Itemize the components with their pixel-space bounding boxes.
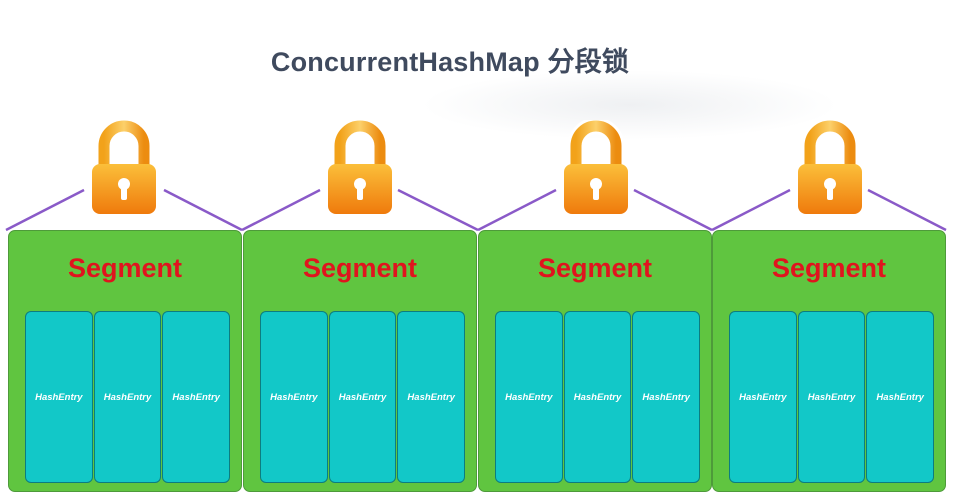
segment-label: Segment (67, 253, 183, 283)
segment-label: Segment (771, 253, 887, 283)
hash-entry-label: HashEntry (573, 391, 622, 403)
hash-entry-label: HashEntry (270, 391, 318, 403)
connector-line (163, 188, 243, 232)
segment-label: Segment (302, 253, 418, 283)
hash-entry-label: HashEntry (103, 391, 152, 403)
hash-entry-group: HashEntry HashEntry HashEntry (729, 311, 935, 483)
padlock-icon (320, 120, 400, 220)
connector-line (477, 188, 557, 232)
hash-entry-group: HashEntry HashEntry HashEntry (25, 311, 231, 483)
connector-line (867, 188, 947, 232)
hash-entry: HashEntry (162, 311, 231, 483)
padlock-icon (556, 120, 636, 220)
segment-label: Segment (537, 253, 653, 283)
segment-box: Segment HashEntry HashEntry HashEntry (478, 230, 712, 492)
connector-line (397, 188, 479, 232)
segment-box: Segment HashEntry HashEntry HashEntry (243, 230, 477, 492)
hash-entry-label: HashEntry (35, 391, 83, 403)
hash-entry: HashEntry (260, 311, 328, 483)
hash-entry-label: HashEntry (407, 391, 455, 403)
segment-box: Segment HashEntry HashEntry HashEntry (8, 230, 242, 492)
hash-entry: HashEntry (729, 311, 797, 483)
hash-entry: HashEntry (25, 311, 93, 483)
connector-line (5, 188, 85, 232)
hash-entry-label: HashEntry (807, 391, 856, 403)
hash-entry-label: HashEntry (172, 391, 220, 403)
hash-entry: HashEntry (632, 311, 701, 483)
padlock-icon (84, 120, 164, 220)
hash-entry: HashEntry (93, 311, 162, 483)
connector-line (633, 188, 713, 232)
hash-entry-label: HashEntry (505, 391, 553, 403)
hash-entry: HashEntry (397, 311, 466, 483)
segment-box: Segment HashEntry HashEntry HashEntry (712, 230, 946, 492)
padlock-icon (790, 120, 870, 220)
connector-line (711, 188, 791, 232)
hash-entry: HashEntry (563, 311, 632, 483)
connector-line (241, 188, 321, 232)
hash-entry: HashEntry (328, 311, 397, 483)
diagram-title: ConcurrentHashMap 分段锁 (270, 47, 630, 77)
background-haze (420, 70, 840, 140)
hash-entry-label: HashEntry (642, 391, 690, 403)
hash-entry: HashEntry (495, 311, 563, 483)
hash-entry: HashEntry (797, 311, 866, 483)
hash-entry-label: HashEntry (739, 391, 787, 403)
hash-entry-label: HashEntry (338, 391, 387, 403)
hash-entry-group: HashEntry HashEntry HashEntry (495, 311, 701, 483)
hash-entry-group: HashEntry HashEntry HashEntry (260, 311, 466, 483)
hash-entry-label: HashEntry (876, 391, 924, 403)
hash-entry: HashEntry (866, 311, 935, 483)
